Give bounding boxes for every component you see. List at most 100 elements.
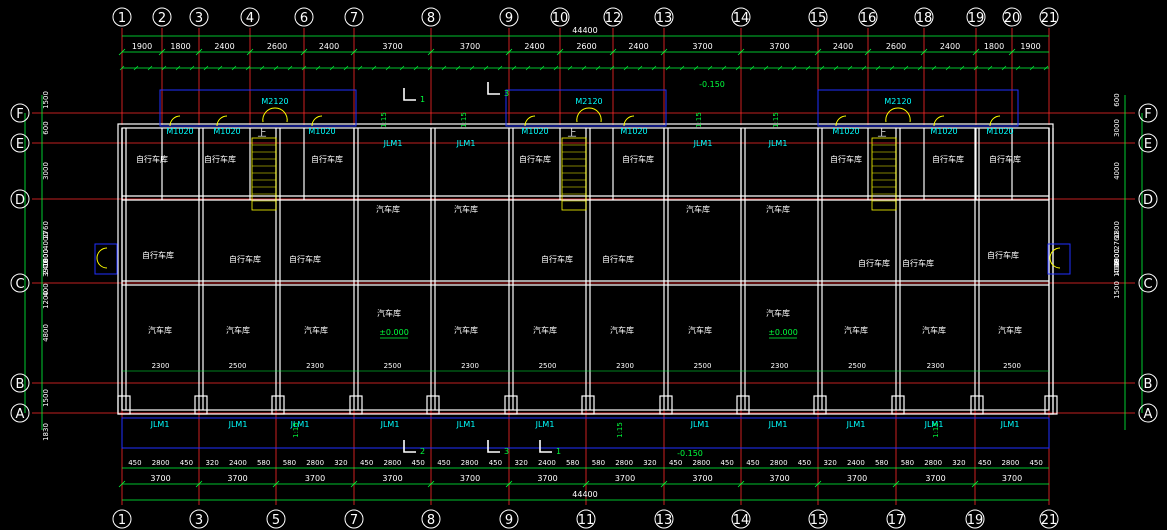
dim-tick — [847, 65, 853, 71]
dim-tick — [805, 65, 811, 71]
inner-dim: 2300 — [152, 362, 170, 370]
door-label: JLM1 — [380, 420, 400, 429]
dim-tick — [609, 65, 615, 71]
door-label: M1020 — [166, 127, 193, 136]
room-label-bike: 自行车库 — [602, 254, 634, 264]
section-mark — [487, 440, 500, 453]
inner-dim: 2300 — [771, 362, 789, 370]
dim-text: 1200 — [42, 291, 50, 309]
axis-bubble-label: 19 — [968, 11, 985, 26]
axis-bubble — [1002, 7, 1022, 27]
door-label: JLM1 — [693, 139, 713, 148]
room-label-car: 汽车库 — [377, 308, 401, 318]
dim-text: 3000 — [1113, 119, 1121, 137]
dim-tick — [329, 65, 335, 71]
door-label: JLM1 — [768, 139, 788, 148]
door-label: M1020 — [930, 127, 957, 136]
dim-tick — [833, 65, 839, 71]
door-swing — [623, 115, 635, 127]
axis-bubble-label: 8 — [427, 513, 435, 528]
dim-text: 3700 — [847, 474, 867, 483]
axis-bubble-label: 14 — [733, 513, 750, 528]
dim-tick — [665, 65, 671, 71]
axis-bubble-label: 7 — [350, 11, 358, 26]
pier — [813, 395, 827, 415]
dim-text: 450 — [978, 459, 991, 467]
dim-text: 450 — [798, 459, 811, 467]
dim-text: 3700 — [769, 474, 789, 483]
room-label-bike: 自行车库 — [987, 250, 1019, 260]
door-label: JLM1 — [150, 420, 170, 429]
dim-tick — [300, 48, 308, 56]
dim-text: 2600 — [576, 42, 596, 51]
axis-bubble — [112, 509, 132, 529]
dim-tick — [875, 65, 881, 71]
dim-tick — [623, 65, 629, 71]
door-label: M1020 — [986, 127, 1013, 136]
dim-tick — [350, 48, 358, 56]
room-label-car: 汽车库 — [922, 325, 946, 335]
dim-tick — [1015, 65, 1021, 71]
room-label-car: 汽车库 — [376, 204, 400, 214]
dim-tick — [917, 65, 923, 71]
room-label-car: 汽车库 — [533, 325, 557, 335]
door-label: M1020 — [308, 127, 335, 136]
dim-tick — [505, 480, 513, 488]
dim-text: 320 — [823, 459, 836, 467]
elevation-label: -0.150 — [677, 449, 703, 458]
inner-dim: 2500 — [384, 362, 402, 370]
axis-bubble — [965, 509, 985, 529]
dim-tick — [971, 480, 979, 488]
room-label-car: 汽车库 — [610, 325, 634, 335]
dim-text: 450 — [437, 459, 450, 467]
dim-text: 2800 — [692, 459, 710, 467]
dim-text: 1800 — [42, 249, 50, 267]
dim-text: 3700 — [227, 474, 247, 483]
room-label-car: 汽车库 — [454, 204, 478, 214]
dim-tick — [119, 65, 125, 71]
dim-tick — [287, 65, 293, 71]
dim-text: 450 — [180, 459, 193, 467]
pier — [426, 395, 440, 415]
dim-tick — [581, 65, 587, 71]
axis-bubble-label: 9 — [505, 513, 513, 528]
slope-label: 1:15 — [695, 112, 703, 128]
dim-tick — [245, 65, 251, 71]
dim-tick — [945, 65, 951, 71]
dim-tick — [511, 65, 517, 71]
dim-tick — [737, 48, 745, 56]
dim-tick — [567, 65, 573, 71]
dim-tick — [737, 480, 745, 488]
axis-bubble — [808, 7, 828, 27]
pier — [271, 395, 285, 415]
axis-bubble — [499, 509, 519, 529]
inner-dim: 2500 — [694, 362, 712, 370]
axis-bubble — [10, 373, 30, 393]
dim-text: 580 — [283, 459, 296, 467]
dim-text: 3700 — [382, 42, 402, 51]
door-label: JLM1 — [1000, 420, 1020, 429]
dim-tick — [118, 48, 126, 56]
door-label: M1020 — [213, 127, 240, 136]
slope-label: 1:15 — [616, 422, 624, 438]
axis-bubble — [499, 7, 519, 27]
pier — [736, 395, 750, 415]
inner-dim: 2500 — [539, 362, 557, 370]
dim-tick — [246, 48, 254, 56]
dim-tick — [693, 65, 699, 71]
room-label-bike: 自行车库 — [136, 154, 168, 164]
section-mark — [403, 88, 416, 101]
room-label-car: 汽车库 — [226, 325, 250, 335]
dim-tick — [385, 65, 391, 71]
dim-text: 2800 — [306, 459, 324, 467]
dim-tick — [427, 480, 435, 488]
dim-text: 320 — [514, 459, 527, 467]
dim-text: 3700 — [537, 474, 557, 483]
dim-tick — [660, 48, 668, 56]
axis-bubble-label: E — [16, 137, 24, 152]
dim-text: 3700 — [1002, 474, 1022, 483]
axis-bubble — [914, 7, 934, 27]
dim-tick — [231, 65, 237, 71]
dim-tick — [637, 65, 643, 71]
axis-bubble-label: 7 — [350, 513, 358, 528]
